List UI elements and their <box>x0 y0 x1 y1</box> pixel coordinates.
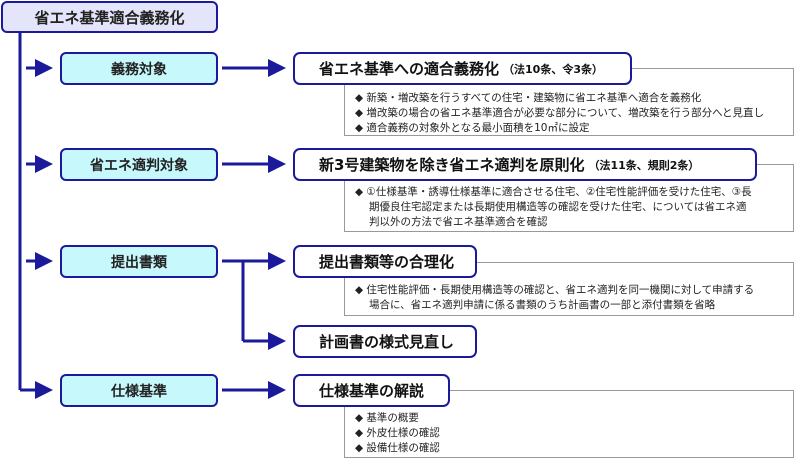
title-box: 新3号建築物を除き省エネ適判を原則化（法11条、規則2条） <box>293 148 757 181</box>
detail-item: ◆ ①仕様基準・誘導仕様基準に適合させる住宅、②住宅性能評価を受けた住宅、③長期… <box>355 186 752 228</box>
title-box: 計画書の様式見直し <box>293 325 477 358</box>
category-box: 省エネ適判対象 <box>60 148 218 181</box>
detail-item: ◆ 基準の概要 <box>355 412 419 424</box>
detail-item: ◆ 新築・増改築を行うすべての住宅・建築物に省エネ基準へ適合を義務化 <box>355 92 702 104</box>
category-box: 義務対象 <box>60 52 218 85</box>
detail-item: ◆ 設備仕様の確認 <box>355 442 440 454</box>
title-box: 省エネ基準への適合義務化（法10条、令3条） <box>293 52 632 85</box>
category-box: 仕様基準 <box>60 374 218 407</box>
detail-item: ◆ 外皮仕様の確認 <box>355 427 440 439</box>
category-box: 提出書類 <box>60 245 218 278</box>
detail-item: ◆ 増改築の場合の省エネ基準適合が必要な部分について、増改築を行う部分へと見直し <box>355 107 765 119</box>
detail-item: ◆ 適合義務の対象外となる最小面積を10㎡に設定 <box>355 122 590 134</box>
title-box: 仕様基準の解説 <box>293 374 450 407</box>
detail-item: ◆ 住宅性能評価・長期使用構造等の確認と、省エネ適判を同一機関に対して申請する場… <box>355 284 755 311</box>
title-box: 提出書類等の合理化 <box>293 245 477 278</box>
root-box: 省エネ基準適合義務化 <box>1 1 218 33</box>
